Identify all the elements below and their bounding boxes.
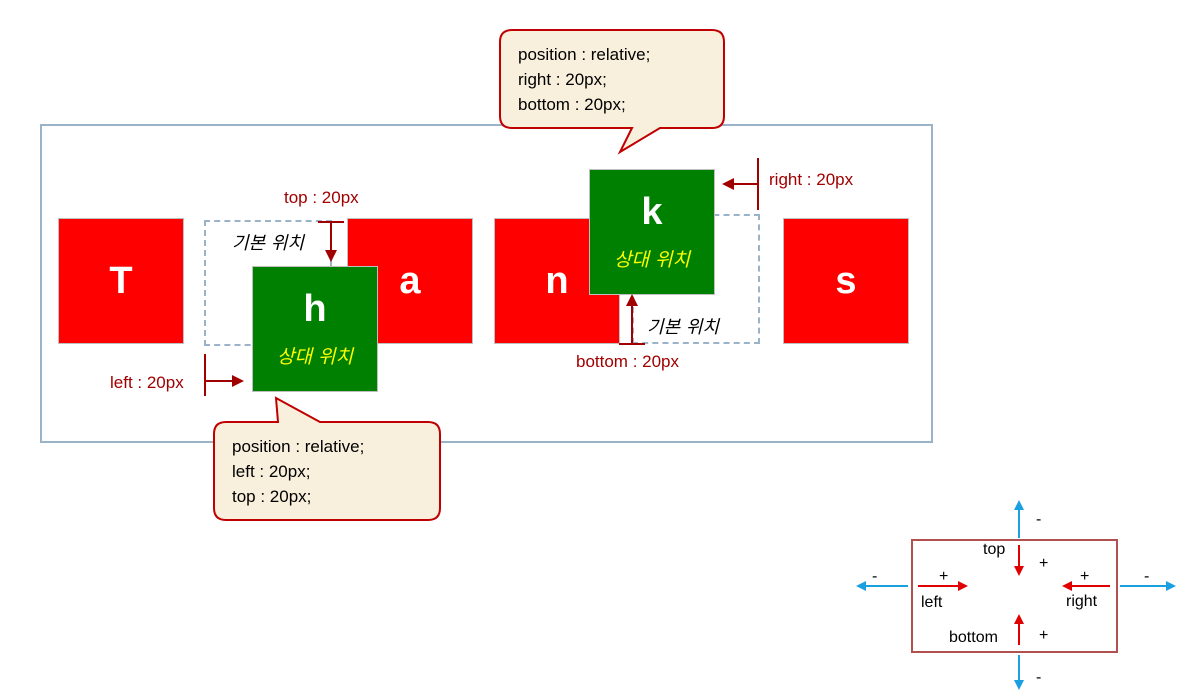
- legend-minus-right: -: [1144, 568, 1150, 585]
- callout-k-shape: [499, 29, 725, 155]
- legend-box: [911, 539, 1118, 653]
- label-left: left : 20px: [110, 373, 184, 392]
- box-h-sub: 상대 위치: [277, 345, 353, 368]
- box-a-letter: a: [399, 260, 421, 302]
- legend-plus-top: +: [1039, 555, 1049, 572]
- callout-h-line-2: left : 20px;: [232, 462, 311, 481]
- callout-h-text: position : relative; left : 20px; top : …: [232, 434, 364, 509]
- callout-h-line-3: top : 20px;: [232, 487, 312, 506]
- legend-right-label: right: [1066, 593, 1098, 610]
- legend-bottom-label: bottom: [949, 629, 998, 646]
- right-arrow: [722, 158, 759, 210]
- box-h: h 상대 위치: [252, 266, 378, 392]
- callout-k-line-2: right : 20px;: [518, 70, 607, 89]
- callout-k-line-1: position : relative;: [518, 45, 651, 64]
- legend-blue-arrows: [856, 500, 1176, 690]
- box-s: s: [783, 218, 909, 344]
- legend-red-arrows: [918, 545, 1110, 645]
- legend-plus-right: +: [1080, 568, 1090, 585]
- callout-h-line-1: position : relative;: [232, 437, 365, 456]
- legend-minus-top: -: [1036, 511, 1042, 528]
- callout-h-shape: [213, 396, 441, 521]
- box-k: k 상대 위치: [589, 169, 715, 295]
- bottom-arrow: [619, 294, 645, 345]
- callout-k-line-3: bottom : 20px;: [518, 95, 626, 114]
- legend-minus-bottom: -: [1036, 669, 1042, 686]
- callout-k-text: position : relative; right : 20px; botto…: [518, 42, 650, 117]
- legend-plus-bottom: +: [1039, 627, 1049, 644]
- box-h-letter: h: [303, 287, 327, 330]
- box-n-letter: n: [545, 260, 569, 302]
- legend-minus-left: -: [872, 568, 878, 585]
- box-s-letter: s: [835, 260, 857, 302]
- box-a: a: [347, 218, 473, 344]
- box-t-letter: T: [109, 260, 133, 302]
- demo-frame: [40, 124, 933, 443]
- label-top: top : 20px: [284, 188, 359, 207]
- label-basic-h: 기본 위치: [232, 233, 304, 254]
- label-right: right : 20px: [769, 170, 854, 189]
- label-bottom: bottom : 20px: [576, 352, 680, 371]
- left-arrow: [204, 354, 244, 396]
- box-k-letter: k: [641, 190, 663, 233]
- box-t: T: [58, 218, 184, 344]
- legend-top-label: top: [983, 541, 1006, 558]
- legend-plus-left: +: [939, 568, 949, 585]
- label-basic-k: 기본 위치: [647, 317, 719, 338]
- legend-left-label: left: [921, 594, 943, 611]
- box-k-sub: 상대 위치: [614, 248, 690, 271]
- top-arrow: [318, 221, 344, 262]
